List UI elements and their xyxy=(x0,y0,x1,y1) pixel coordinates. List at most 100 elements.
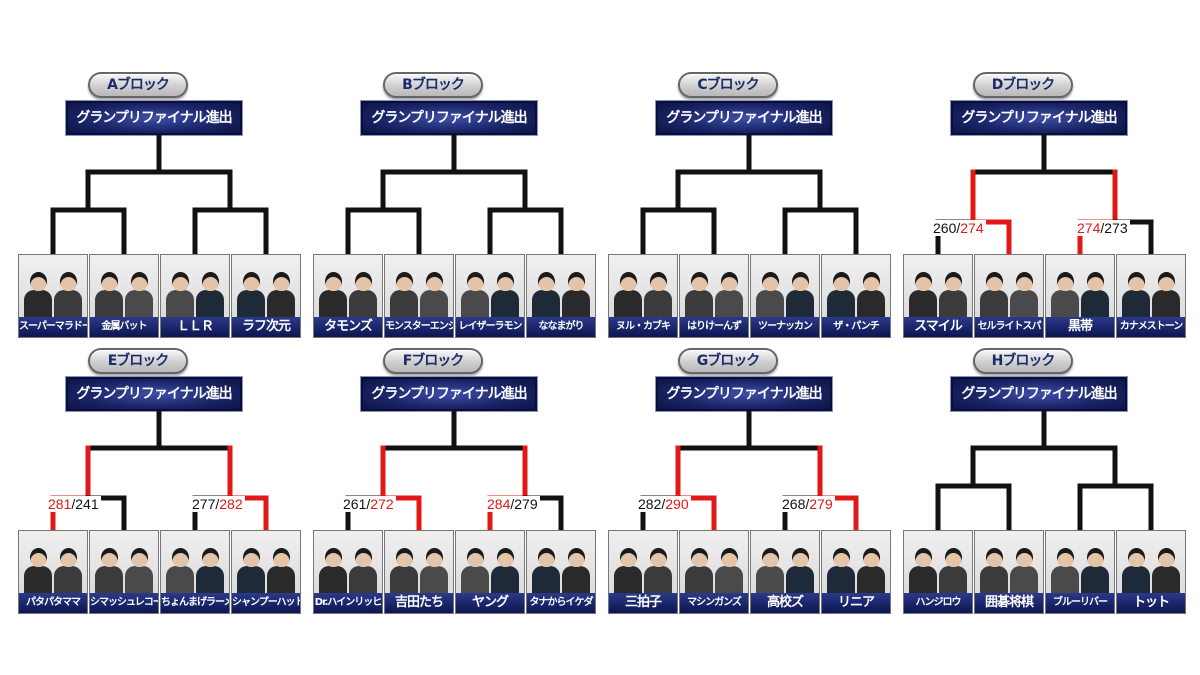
comedian-figure xyxy=(266,266,296,318)
suit xyxy=(420,290,448,318)
face xyxy=(1057,548,1074,567)
suit xyxy=(827,290,855,318)
suit xyxy=(909,290,937,318)
suit xyxy=(1051,290,1079,318)
score-separator: / xyxy=(661,496,666,512)
team-photo xyxy=(822,255,890,318)
team-pair: ヌル・カブキはりけーんず xyxy=(608,254,750,338)
team-photo xyxy=(1117,531,1185,594)
team-name: 三拍子 xyxy=(609,593,677,613)
block-label: Eブロック xyxy=(88,348,188,374)
team-name: ラフ次元 xyxy=(232,317,300,337)
team-card: ハンジロウ xyxy=(903,530,973,614)
team-photo xyxy=(314,531,382,594)
team-card: スーパーマラドーナ xyxy=(18,254,88,338)
block-label: Cブロック xyxy=(678,72,778,98)
team-card: 吉田たち xyxy=(384,530,454,614)
face xyxy=(273,548,290,567)
score-team-b: 273 xyxy=(1104,220,1128,236)
comedian-figure xyxy=(460,542,490,594)
team-card: シマッシュレコード xyxy=(89,530,159,614)
face xyxy=(1016,548,1033,567)
team-photo xyxy=(385,255,453,318)
face xyxy=(915,548,932,567)
face xyxy=(1087,272,1104,291)
team-photo xyxy=(609,255,677,318)
team-pair: ブルーリバートット xyxy=(1045,530,1187,614)
score-separator: / xyxy=(1100,220,1105,236)
comedian-figure xyxy=(23,266,53,318)
team-pair: レイザーラモンななまがり xyxy=(455,254,597,338)
suit xyxy=(715,566,743,594)
face xyxy=(1158,272,1175,291)
team-photo xyxy=(90,531,158,594)
team-card: カナメストーン xyxy=(1116,254,1186,338)
suit xyxy=(939,566,967,594)
comedian-figure xyxy=(561,542,591,594)
score-separator: / xyxy=(215,496,220,512)
score-team-b: 279 xyxy=(809,496,833,512)
face xyxy=(691,548,708,567)
comedian-figure xyxy=(23,542,53,594)
face xyxy=(945,548,962,567)
face xyxy=(568,548,585,567)
team-card: セルライトスパ xyxy=(974,254,1044,338)
comedian-figure xyxy=(1121,266,1151,318)
block-Bブロック: Bブロックグランプリファイナル進出タモンズモンスターエンジンレイザーラモンななま… xyxy=(313,72,603,338)
score-separator: / xyxy=(956,220,961,236)
comedian-figure xyxy=(419,542,449,594)
team-pair: タモンズモンスターエンジン xyxy=(313,254,455,338)
team-photo xyxy=(527,531,595,594)
team-photo xyxy=(19,531,87,594)
match-score: 260/274 xyxy=(931,220,986,236)
bracket-lines xyxy=(640,134,859,258)
comedian-figure xyxy=(419,266,449,318)
block-label: Gブロック xyxy=(678,348,778,374)
face xyxy=(538,272,555,291)
comedian-figure xyxy=(938,542,968,594)
score-team-a: 284 xyxy=(487,496,511,512)
team-pair: スマイルセルライトスパ xyxy=(903,254,1045,338)
suit xyxy=(532,566,560,594)
comedian-figure xyxy=(165,542,195,594)
suit xyxy=(267,290,295,318)
face xyxy=(355,548,372,567)
suit xyxy=(1010,566,1038,594)
score-separator: / xyxy=(805,496,810,512)
team-photo xyxy=(904,255,972,318)
comedian-figure xyxy=(714,266,744,318)
team-photo xyxy=(161,255,229,318)
team-card: ななまがり xyxy=(526,254,596,338)
suit xyxy=(390,290,418,318)
bracket-lines xyxy=(345,134,564,258)
team-name: ザ・パンチ xyxy=(822,317,890,337)
team-card: スマイル xyxy=(903,254,973,338)
suit xyxy=(491,290,519,318)
face xyxy=(986,548,1003,567)
team-name: ななまがり xyxy=(527,317,595,337)
team-photo xyxy=(904,531,972,594)
face xyxy=(721,548,738,567)
suit xyxy=(95,566,123,594)
team-pair: ちょんまげラーメンシャンプーハット xyxy=(160,530,302,614)
suit xyxy=(267,566,295,594)
match-score: 281/241 xyxy=(46,496,101,512)
team-card: ヤング xyxy=(455,530,525,614)
team-name: パタパタママ xyxy=(19,593,87,613)
team-name: シャンプーハット xyxy=(232,593,300,613)
match-score: 282/290 xyxy=(636,496,691,512)
team-name: ヤング xyxy=(456,593,524,613)
team-card: トット xyxy=(1116,530,1186,614)
final-advance-banner: グランプリファイナル進出 xyxy=(950,376,1128,412)
score-separator: / xyxy=(366,496,371,512)
team-photo xyxy=(822,531,890,594)
team-name: リニア xyxy=(822,593,890,613)
comedian-figure xyxy=(318,266,348,318)
comedian-figure xyxy=(94,542,124,594)
final-advance-banner: グランプリファイナル進出 xyxy=(65,100,243,136)
face xyxy=(101,272,118,291)
suit xyxy=(461,290,489,318)
team-card: シャンプーハット xyxy=(231,530,301,614)
face xyxy=(915,272,932,291)
